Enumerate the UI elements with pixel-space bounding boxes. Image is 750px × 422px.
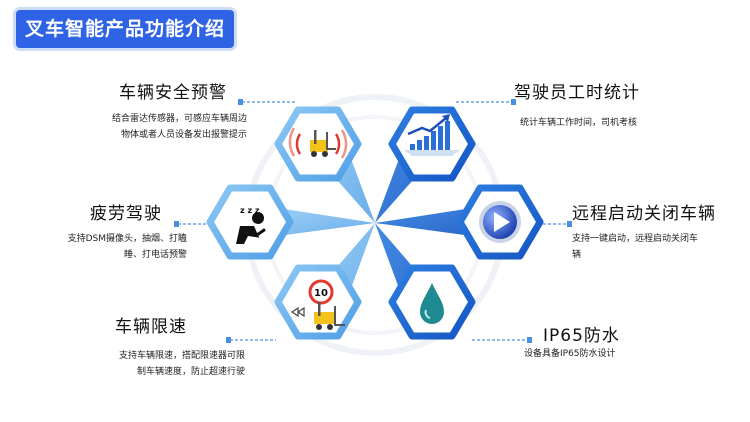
- feature-desc-speed-limit: 支持车辆限速，搭配限速器可限制车辆速度，防止超速行驶: [118, 351, 245, 377]
- petal-mid-right: [375, 208, 472, 236]
- page-title: 叉车智能产品功能介绍: [24, 18, 225, 40]
- radar-forklift-icon: [288, 127, 348, 159]
- sleepy-driver-icon: z z z: [236, 206, 266, 246]
- feature-title-vehicle-safety: 车辆安全预警: [119, 83, 227, 103]
- petal-mid-left: [278, 208, 375, 236]
- feature-title-waterproof: IP65防水: [543, 326, 620, 346]
- hex-waterproof: [388, 264, 476, 340]
- water-drop-icon: [420, 283, 444, 324]
- hex-remote-start: [456, 184, 544, 260]
- page-title-banner: 叉车智能产品功能介绍: [16, 10, 234, 48]
- speed-limit-forklift-icon: 10: [290, 279, 345, 330]
- hex-driver-hours: [388, 106, 476, 182]
- feature-desc-waterproof: 设备具备IP65防水设计: [524, 349, 616, 359]
- feature-title-remote-start: 远程启动关闭车辆: [572, 204, 716, 224]
- hex-vehicle-safety: [274, 106, 362, 182]
- svg-text:z z z: z z z: [240, 206, 260, 215]
- bar-chart-icon: [404, 114, 460, 156]
- hex-fatigue-driving: z z z: [206, 184, 294, 260]
- feature-title-driver-hours: 驾驶员工时统计: [514, 83, 640, 103]
- feature-title-speed-limit: 车辆限速: [115, 317, 187, 337]
- play-button-icon: [479, 201, 521, 243]
- feature-desc-vehicle-safety: 结合雷达传感器，可感应车辆周边物体或者人员设备发出报警提示: [111, 114, 247, 140]
- feature-title-fatigue-driving: 疲劳驾驶: [90, 204, 162, 224]
- feature-desc-remote-start: 支持一键启动，远程启动关闭车辆: [572, 234, 699, 260]
- feature-desc-driver-hours: 统计车辆工作时间，司机考核: [520, 118, 638, 128]
- hex-speed-limit: 10: [274, 264, 362, 340]
- feature-desc-fatigue-driving: 支持车辆限速，搭配限速器可限 支持DSM摄像头，抽烟、打瞌睡、打电话预警: [67, 234, 187, 260]
- svg-text:10: 10: [314, 288, 328, 299]
